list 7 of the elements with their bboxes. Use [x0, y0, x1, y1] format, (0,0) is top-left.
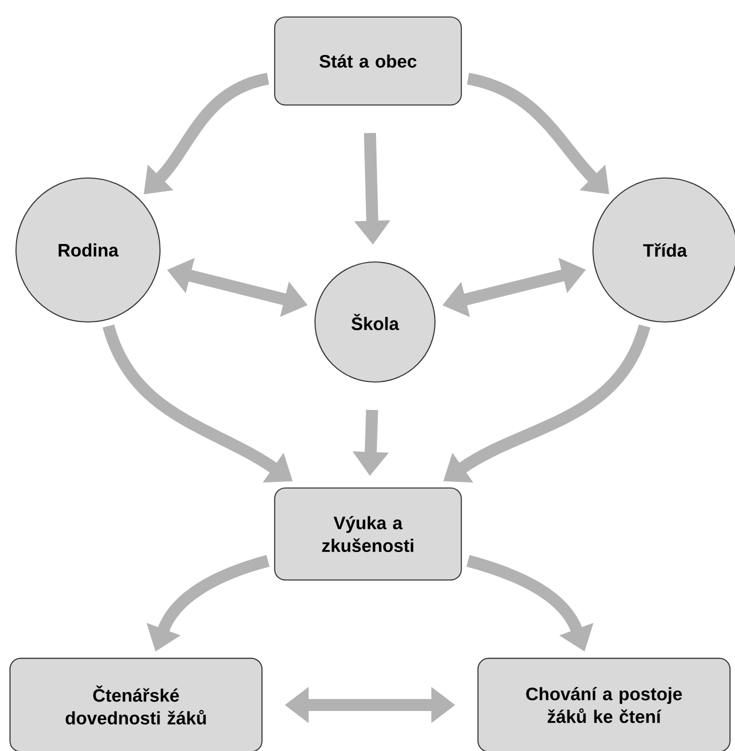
circle-node: Škola: [314, 261, 436, 383]
process-box: Chování a postoje žáků ke čtení: [477, 658, 731, 751]
process-box: Čtenářské dovednosti žáků: [9, 658, 263, 751]
circle-node: Rodina: [15, 177, 161, 323]
process-box: Výuka a zkušenosti: [274, 487, 462, 581]
process-box: Stát a obec: [274, 16, 462, 106]
circle-node: Třída: [592, 177, 735, 323]
